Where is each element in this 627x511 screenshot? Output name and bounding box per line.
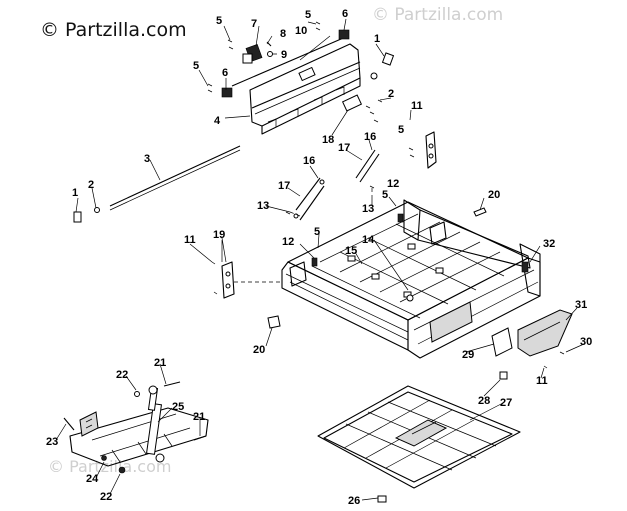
callout-12-a: 12 [387,178,399,190]
fastener-11-lower [543,365,548,369]
bolt-21-upper [163,381,181,387]
callout-24: 24 [86,473,99,485]
callout-12-b: 12 [282,236,294,248]
callout-1-right: 1 [374,33,380,45]
callout-16-b: 16 [364,131,376,143]
fastener-30 [559,351,565,355]
callout-10: 10 [295,25,307,37]
callout-5-b: 5 [305,9,311,21]
bumper-20-upper [473,207,487,217]
callout-22-a: 22 [116,369,128,381]
watermark-faint-bottom: © Partzilla.com [48,457,171,476]
cable-16-right [355,149,376,179]
cable-17-right [359,153,380,183]
bolt-23 [63,417,75,431]
callout-19: 19 [213,229,225,241]
box-frame-27 [317,385,521,489]
callout-1-left: 1 [72,187,78,199]
callout-32: 32 [543,238,555,250]
callout-2-right: 2 [388,88,394,100]
callout-7: 7 [251,18,257,30]
callout-21-b: 21 [193,411,205,423]
callout-16-a: 16 [303,155,315,167]
callout-13-b: 13 [362,203,374,215]
callout-17-b: 17 [338,142,350,154]
spacer-28 [499,371,508,380]
callout-25: 25 [172,401,184,413]
callout-29: 29 [462,349,474,361]
fasteners-11-left [211,261,218,295]
decal-18 [341,94,363,112]
callout-28: 28 [478,395,490,407]
callout-2-left: 2 [88,179,94,191]
cargo-box [281,199,541,359]
callout-13-a: 13 [257,200,269,212]
callout-11-b: 11 [184,234,196,246]
tailgate-panel [249,43,361,135]
cable-16-left [295,177,321,211]
bolt-1-left [73,207,100,223]
callout-21-a: 21 [154,357,166,369]
bushing-26 [377,495,387,503]
nut-22-lower [118,466,126,474]
reflector-32 [521,261,529,273]
cable-17-left [299,185,325,221]
callout-6-a: 6 [342,8,348,20]
callout-20-b: 20 [253,344,265,356]
callout-22-b: 22 [100,491,112,503]
callout-3: 3 [144,153,150,165]
support-rod-3 [109,145,241,207]
watermark-main: © Partzilla.com [40,19,187,41]
callout-23: 23 [46,436,58,448]
callout-26: 26 [348,495,360,507]
callout-5-f: 5 [314,226,320,238]
bolt-21-lower [193,435,207,441]
callout-30: 30 [580,336,592,348]
callout-27: 27 [500,397,512,409]
washer-9 [267,51,273,57]
fastener-13 [285,185,375,215]
callout-18: 18 [322,134,334,146]
fasteners-5 [207,21,415,158]
callout-11-a: 11 [411,100,423,112]
callout-5-c: 5 [193,60,199,72]
small-studs [365,99,383,123]
bracket-11-upper [425,131,437,169]
lift-support-assembly [69,385,209,467]
callout-9: 9 [281,49,287,61]
callout-5-a: 5 [216,15,222,27]
leader-lines [55,18,585,501]
callout-20-a: 20 [488,189,500,201]
callout-17-a: 17 [278,180,290,192]
latch-19 [221,261,282,299]
nut-24 [101,455,107,461]
nut-22-upper [134,391,140,397]
callout-14: 14 [362,234,375,246]
callout-5-e: 5 [382,189,388,201]
callout-6-b: 6 [222,67,228,79]
corner-cap-31 [517,309,573,357]
bracket-29 [491,327,513,357]
callout-5-d: 5 [398,124,404,136]
watermark-faint-top: © Partzilla.com [372,5,503,25]
bolt-1-upper [370,52,395,80]
tailgate-latch-left [242,43,263,64]
callout-11-c: 11 [536,375,548,387]
callout-8: 8 [280,28,286,40]
callout-4: 4 [214,115,221,127]
tailgate-rod [231,35,349,87]
bumper-20-lower [267,315,281,329]
callout-15: 15 [345,245,357,257]
callout-31: 31 [575,299,587,311]
